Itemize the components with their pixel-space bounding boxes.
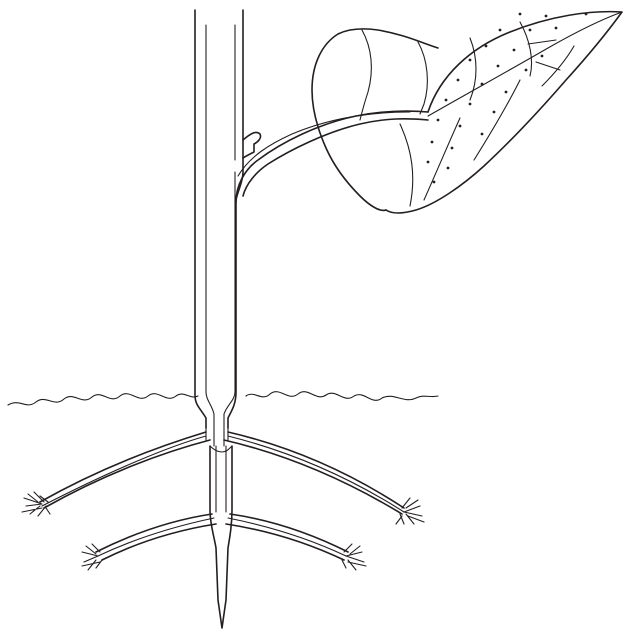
root-hairs	[22, 492, 424, 570]
soil-surface	[8, 392, 438, 405]
leaf-petiole	[236, 111, 428, 202]
main-stem	[195, 10, 261, 428]
lower-right-root	[230, 514, 348, 552]
taproot	[210, 446, 232, 628]
leaf-blade	[312, 12, 622, 213]
root-system	[22, 428, 424, 628]
leaf-dots	[427, 13, 588, 184]
lower-left-root	[96, 514, 212, 552]
